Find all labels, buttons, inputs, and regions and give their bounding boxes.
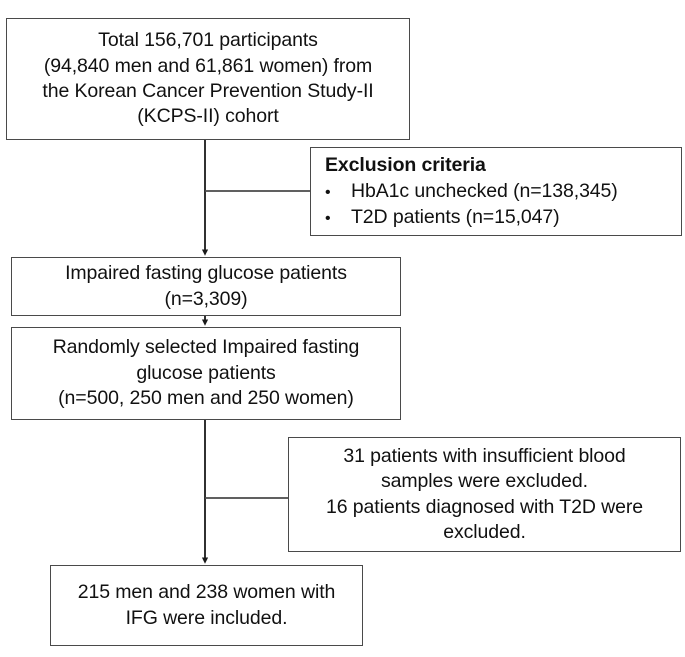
exclusion-2-line-4: excluded. [443, 520, 526, 543]
node-exclusion-criteria: Exclusion criteria • HbA1c unchecked (n=… [310, 147, 682, 236]
exclusion-criteria-item-text: T2D patients (n=15,047) [351, 205, 560, 228]
exclusion-2-line-3: 16 patients diagnosed with T2D were [325, 495, 643, 518]
bullet-icon: • [325, 209, 331, 227]
random-line-3: (n=500, 250 men and 250 women) [58, 387, 354, 410]
cohort-line-2: (94,840 men and 61,861 women) from [43, 54, 373, 77]
exclusion-criteria-item-text: HbA1c unchecked (n=138,345) [351, 180, 618, 203]
node-final-included: 215 men and 238 women with IFG were incl… [50, 565, 363, 646]
exclusion-criteria-item: • HbA1c unchecked (n=138,345) [325, 179, 618, 204]
node-randomly-selected: Randomly selected Impaired fasting gluco… [11, 327, 401, 420]
exclusion-criteria-item: • T2D patients (n=15,047) [325, 205, 560, 230]
ifg-line-2: (n=3,309) [164, 287, 248, 310]
node-total-cohort: Total 156,701 participants (94,840 men a… [6, 18, 410, 140]
node-impaired-fasting-glucose: Impaired fasting glucose patients (n=3,3… [11, 257, 401, 316]
cohort-line-3: the Korean Cancer Prevention Study-II [42, 80, 374, 102]
cohort-line-4: (KCPS-II) cohort [137, 105, 279, 128]
ifg-line-1: Impaired fasting glucose patients [65, 262, 347, 285]
exclusion-2-line-1: 31 patients with insufficient blood [343, 444, 626, 467]
bullet-icon: • [325, 184, 331, 202]
cohort-line-1: Total 156,701 participants [98, 29, 318, 52]
random-line-2: glucose patients [136, 361, 276, 384]
exclusion-criteria-title: Exclusion criteria [325, 153, 486, 176]
exclusion-2-line-2: samples were excluded. [381, 470, 588, 493]
final-line-2: IFG were included. [125, 606, 288, 629]
node-exclusion-blood-samples: 31 patients with insufficient blood samp… [288, 437, 681, 552]
final-line-1: 215 men and 238 women with [77, 581, 336, 604]
random-line-1: Randomly selected Impaired fasting [52, 336, 360, 359]
